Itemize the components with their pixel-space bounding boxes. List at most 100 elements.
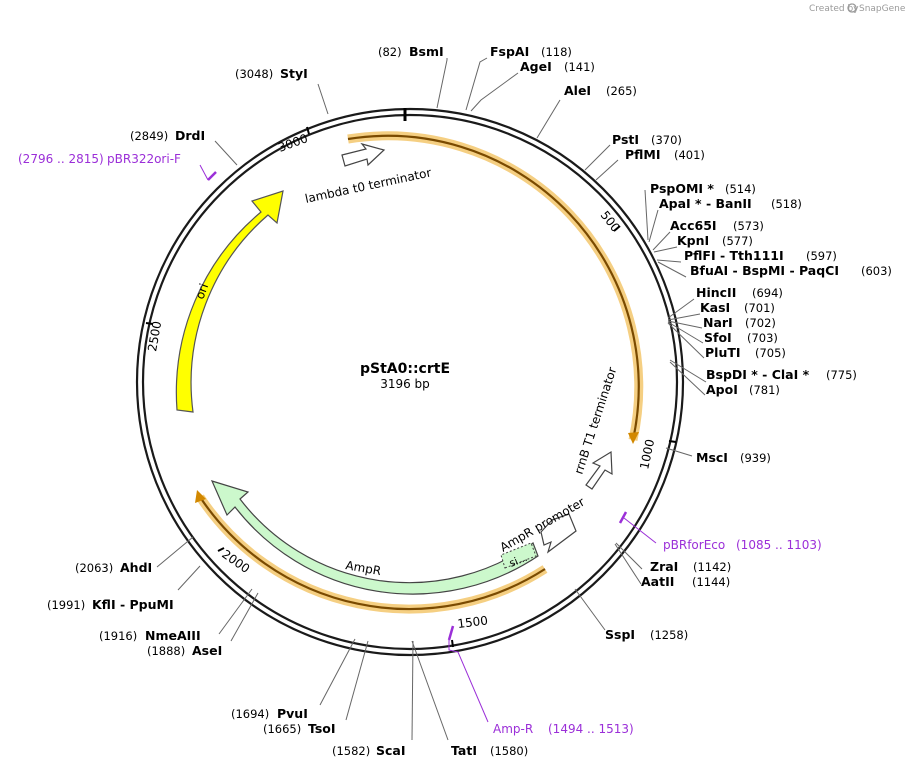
svg-text:ScaI: ScaI	[376, 743, 406, 758]
site-label[interactable]: MscI (939)	[696, 450, 771, 465]
svg-text:(939): (939)	[740, 451, 771, 465]
svg-text:(701): (701)	[744, 301, 775, 315]
site-label[interactable]: PflMI(401)	[625, 147, 705, 162]
site-label[interactable]: KpnI(577)	[677, 233, 753, 248]
site-label[interactable]: Acc65I(573)	[670, 218, 764, 233]
primer-amp-r[interactable]: Amp-R (1494 .. 1513)	[447, 625, 634, 736]
svg-text:NmeAIII: NmeAIII	[145, 628, 201, 643]
site-label[interactable]: NarI (702)	[703, 315, 776, 330]
site-label[interactable]: (82) BsmI	[378, 44, 444, 59]
site-label[interactable]: FspAI(118)	[490, 44, 572, 59]
tick-3000: 3000	[276, 126, 310, 155]
svg-text:AhdI: AhdI	[120, 560, 152, 575]
tick-500: 500	[598, 208, 623, 235]
site-label[interactable]: AgeI (141)	[520, 59, 595, 74]
site-label[interactable]: PspOMI * (514)	[650, 181, 756, 196]
svg-text:(82): (82)	[378, 45, 402, 59]
svg-text:(2849): (2849)	[130, 129, 168, 143]
brand-text: SnapGene	[859, 4, 906, 14]
site-label[interactable]: PstI(370)	[612, 132, 682, 147]
svg-text:(1258): (1258)	[650, 628, 688, 642]
site-label[interactable]: (2063) AhdI	[75, 560, 152, 575]
svg-text:(401): (401)	[674, 148, 705, 162]
region-arc-bottom	[199, 496, 546, 611]
svg-text:BfuAI - BspMI - PaqCI: BfuAI - BspMI - PaqCI	[690, 263, 839, 278]
primer-pbrforeco[interactable]: pBRforEco (1085 .. 1103)	[618, 511, 822, 552]
site-label[interactable]: (1916) NmeAIII	[99, 628, 201, 643]
svg-text:(1580): (1580)	[490, 744, 528, 758]
svg-text:(1582): (1582)	[332, 744, 370, 758]
svg-text:(1665): (1665)	[263, 722, 301, 736]
svg-text:(514): (514)	[725, 182, 756, 196]
site-labels: (82)BsmI FspAI(118) AgeI(141) AleI(265) …	[47, 44, 892, 758]
site-label[interactable]: (1582) ScaI	[332, 743, 406, 758]
tick-1500: 1500	[451, 613, 489, 648]
svg-text:MscI: MscI	[696, 450, 728, 465]
rrnb-terminator-arrow	[585, 450, 613, 490]
svg-text:(118): (118)	[541, 45, 572, 59]
site-label[interactable]: AatII(1144)	[641, 574, 730, 589]
svg-text:ZraI: ZraI	[650, 559, 678, 574]
svg-text:(702): (702)	[745, 316, 776, 330]
svg-text:(1142): (1142)	[693, 560, 731, 574]
site-label[interactable]: TatI(1580)	[451, 743, 528, 758]
site-label[interactable]: ZraI (1142)	[650, 559, 731, 574]
svg-text:(518): (518)	[771, 197, 802, 211]
site-label[interactable]: HincII(694)	[696, 285, 783, 300]
credit-text: Created by	[809, 4, 859, 14]
site-label[interactable]: (1991)KflI - PpuMI	[47, 597, 174, 612]
svg-text:BsmI: BsmI	[409, 44, 444, 59]
primer-range: (1085 .. 1103)	[736, 538, 822, 552]
svg-text:Acc65I: Acc65I	[670, 218, 717, 233]
primer-range: (2796 .. 2815)	[18, 152, 104, 166]
svg-text:(775): (775)	[826, 368, 857, 382]
svg-text:(1694): (1694)	[231, 707, 269, 721]
primer-range: (1494 .. 1513)	[548, 722, 634, 736]
svg-text:(1991): (1991)	[47, 598, 85, 612]
site-label[interactable]: (1888)AseI	[147, 643, 222, 658]
svg-text:PflFI - Tth111I: PflFI - Tth111I	[684, 248, 784, 263]
site-label[interactable]: (2849) DrdI	[130, 128, 205, 143]
backbone-outer	[135, 107, 685, 657]
site-label[interactable]: (1665)TsoI	[263, 721, 336, 736]
svg-text:PvuI: PvuI	[277, 706, 308, 721]
svg-text:(703): (703)	[747, 331, 778, 345]
site-label[interactable]: SspI(1258)	[605, 627, 688, 642]
svg-text:(603): (603)	[861, 264, 892, 278]
svg-text:NarI: NarI	[703, 315, 733, 330]
svg-text:1000: 1000	[637, 438, 657, 471]
site-label[interactable]: PflFI - Tth111I(597)	[684, 248, 837, 263]
svg-text:(2063): (2063)	[75, 561, 113, 575]
site-label[interactable]: ApoI(781)	[706, 382, 780, 397]
signal-peptide-feature	[500, 542, 537, 569]
svg-text:AgeI: AgeI	[520, 59, 552, 74]
plasmid-name: pStA0::crtE	[360, 361, 450, 377]
svg-text:(694): (694)	[752, 286, 783, 300]
svg-text:DrdI: DrdI	[175, 128, 205, 143]
ampr-promoter-arrow	[540, 513, 577, 554]
svg-text:500: 500	[598, 208, 623, 235]
site-label[interactable]: AleI (265)	[564, 83, 637, 98]
site-label[interactable]: SfoI(703)	[704, 330, 778, 345]
svg-text:(781): (781)	[749, 383, 780, 397]
svg-text:KpnI: KpnI	[677, 233, 709, 248]
site-label[interactable]: (1694) PvuI	[231, 706, 308, 721]
ori-feature	[175, 190, 284, 413]
site-label[interactable]: ApaI * - BanII(518)	[659, 196, 802, 211]
site-label[interactable]: KasI(701)	[700, 300, 775, 315]
site-label[interactable]: (3048)StyI	[235, 66, 308, 81]
svg-text:(265): (265)	[606, 84, 637, 98]
primer-pbr322ori-f[interactable]: (2796 .. 2815) pBR322ori-F	[18, 152, 217, 181]
ampr-feature	[210, 480, 539, 595]
site-label[interactable]: BfuAI - BspMI - PaqCI (603)	[690, 263, 892, 278]
site-leader-lines	[156, 57, 707, 741]
site-label[interactable]: PluTI(705)	[705, 345, 786, 360]
region-arrow-top	[628, 432, 639, 444]
site-label[interactable]: BspDI * - ClaI *(775)	[706, 367, 857, 382]
svg-text:(1916): (1916)	[99, 629, 137, 643]
svg-text:(141): (141)	[564, 60, 595, 74]
svg-text:PspOMI *: PspOMI *	[650, 181, 714, 196]
svg-text:(1888): (1888)	[147, 644, 185, 658]
region-arrow-bottom	[195, 490, 206, 503]
svg-text:AleI: AleI	[564, 83, 591, 98]
